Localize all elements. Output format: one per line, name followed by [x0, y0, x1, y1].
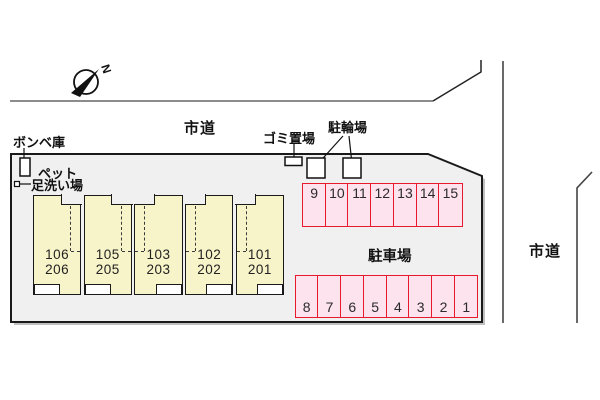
partition-dashed-line — [121, 250, 131, 252]
porch — [206, 284, 233, 296]
partition-dashed-line — [245, 205, 247, 251]
parking-space-9: 9 — [302, 183, 327, 227]
road-right-line-2 — [576, 171, 593, 323]
bicycle-rack-1 — [306, 157, 326, 179]
road-top-label: 市道 — [184, 120, 217, 137]
bombe-label: ボンベ庫 — [13, 135, 66, 150]
partition-dashed-line — [71, 250, 81, 252]
parking-space-5: 5 — [362, 275, 388, 318]
porch — [155, 284, 182, 296]
parking-space-3: 3 — [408, 275, 433, 318]
entry-notch — [133, 193, 156, 205]
partition-dashed-line — [144, 205, 146, 251]
partition-dashed-line — [236, 250, 246, 252]
entry-notch — [60, 193, 82, 205]
porch — [84, 284, 111, 296]
entry-notch — [111, 193, 133, 205]
road-right-label: 市道 — [529, 243, 562, 260]
parking-row-bottom: 8 7 6 5 4 3 2 1 — [294, 275, 479, 318]
parking-space-4: 4 — [385, 275, 411, 318]
porch — [34, 284, 60, 296]
parking-space-12: 12 — [370, 183, 395, 227]
entry-notch — [235, 193, 257, 205]
pet-label-line2: 足洗い場 — [31, 177, 84, 193]
road-top-corner-line — [432, 60, 482, 102]
parking-space-7: 7 — [317, 275, 342, 318]
parking-space-8: 8 — [294, 275, 319, 318]
garbage-box — [284, 156, 303, 167]
compass-icon: N — [71, 63, 114, 97]
garbage-label: ゴミ置場 — [263, 131, 316, 146]
partition-dashed-line — [186, 250, 196, 252]
parking-space-15: 15 — [438, 183, 463, 227]
parking-lot-label: 駐車場 — [368, 249, 412, 265]
parking-space-10: 10 — [324, 183, 349, 227]
parking-space-11: 11 — [347, 183, 372, 227]
parking-space-2: 2 — [431, 275, 456, 318]
bicycle-rack-2 — [342, 157, 362, 179]
parking-space-14: 14 — [415, 183, 440, 227]
bicycle-label: 駐輪場 — [328, 120, 368, 135]
compass-north-label: N — [98, 63, 114, 76]
partition-dashed-line — [135, 250, 145, 252]
parking-space-1: 1 — [454, 275, 479, 318]
porch — [257, 284, 284, 296]
partition-dashed-line — [70, 205, 72, 251]
pet-label-line1: ペット — [38, 166, 78, 181]
partition-dashed-line — [195, 205, 197, 251]
partition-dashed-line — [120, 205, 122, 251]
pet-wash-box — [13, 180, 21, 188]
parking-space-13: 13 — [392, 183, 418, 227]
bombe-box — [19, 157, 31, 177]
entry-notch — [184, 193, 206, 205]
parking-space-6: 6 — [340, 275, 365, 318]
parking-row-top: 9 10 11 12 13 14 15 — [302, 183, 463, 227]
